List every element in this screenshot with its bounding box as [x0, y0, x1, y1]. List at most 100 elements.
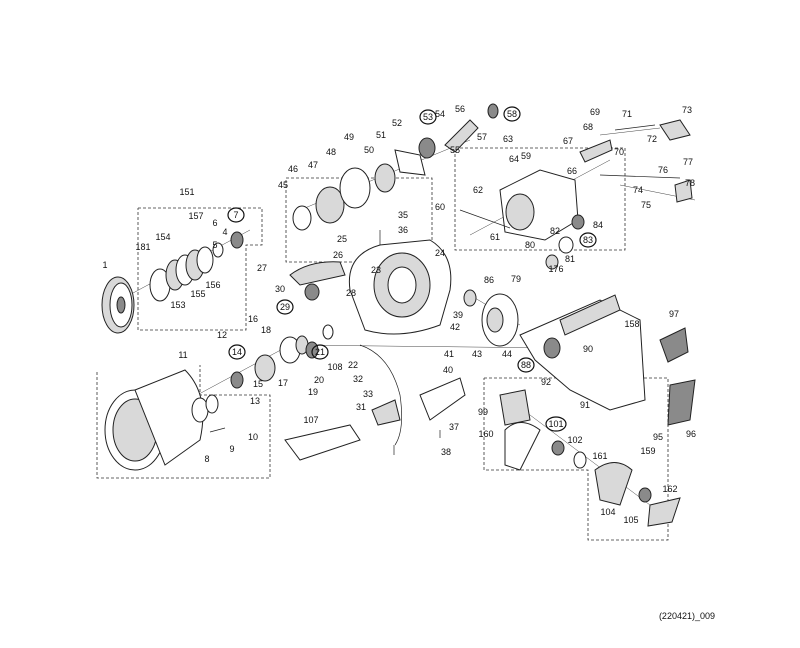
part-label-42: 42	[450, 322, 460, 332]
part-1-drag-knob	[101, 276, 135, 334]
part-label-11: 11	[178, 350, 187, 360]
part-label-154: 154	[155, 232, 170, 242]
part-label-97: 97	[669, 309, 679, 319]
part-label-72: 72	[647, 134, 657, 144]
label-ring-53	[419, 109, 437, 125]
part-label-18: 18	[261, 325, 271, 335]
label-ring-7	[227, 207, 245, 223]
part-label-99: 99	[478, 407, 488, 417]
part-label-8: 8	[204, 454, 209, 464]
part-label-50: 50	[364, 145, 374, 155]
part-label-48: 48	[326, 147, 336, 157]
group-box-spool	[96, 365, 271, 479]
label-ring-21	[311, 344, 329, 360]
part-label-43: 43	[472, 349, 482, 359]
part-label-41: 41	[444, 349, 454, 359]
part-label-16: 16	[248, 314, 258, 324]
part-label-47: 47	[308, 160, 318, 170]
group-box-151	[137, 207, 263, 331]
part-label-17: 17	[278, 378, 288, 388]
part-label-76: 76	[658, 165, 668, 175]
part-label-9: 9	[229, 444, 234, 454]
part-label-104: 104	[600, 507, 615, 517]
part-label-10: 10	[248, 432, 258, 442]
part-label-31: 31	[356, 402, 366, 412]
part-label-26: 26	[333, 250, 343, 260]
part-label-33: 33	[363, 389, 373, 399]
part-label-20: 20	[314, 375, 324, 385]
part-label-73: 73	[682, 105, 692, 115]
part-label-13: 13	[250, 396, 260, 406]
part-label-162: 162	[662, 484, 677, 494]
part-label-1: 1	[102, 260, 107, 270]
label-ring-29	[276, 299, 294, 315]
part-label-155: 155	[190, 289, 205, 299]
part-label-181: 181	[135, 242, 150, 252]
part-23-rotor-housing	[289, 239, 452, 335]
part-label-156: 156	[205, 280, 220, 290]
label-ring-83	[579, 232, 597, 248]
part-label-25: 25	[337, 234, 347, 244]
part-label-70: 70	[614, 147, 624, 157]
part-label-5: 5	[212, 240, 217, 250]
part-label-36: 36	[398, 225, 408, 235]
part-label-19: 19	[308, 387, 318, 397]
part-label-37: 37	[449, 422, 459, 432]
part-label-14: 14	[232, 347, 242, 357]
part-label-71: 71	[622, 109, 632, 119]
part-label-60: 60	[435, 202, 445, 212]
part-gearbox-group	[499, 119, 693, 270]
diagram-footer-code: (220421)_009	[658, 611, 715, 621]
part-label-77: 77	[683, 157, 693, 167]
label-ring-88	[517, 357, 535, 373]
part-label-29: 29	[280, 302, 290, 312]
part-label-58: 58	[507, 109, 517, 119]
part-label-53: 53	[423, 112, 433, 122]
part-rotor-group	[292, 103, 499, 231]
part-number-labels: 1456789101112131415161718192021222324252…	[102, 104, 696, 525]
part-bail-arm	[284, 344, 466, 461]
part-label-52: 52	[392, 118, 402, 128]
part-label-44: 44	[502, 349, 512, 359]
part-label-79: 79	[511, 274, 521, 284]
part-label-92: 92	[541, 377, 551, 387]
part-11-spool	[104, 369, 219, 471]
part-label-66: 66	[567, 166, 577, 176]
part-label-84: 84	[593, 220, 603, 230]
part-label-45: 45	[278, 180, 288, 190]
parts-12-19-spool-shaft	[230, 283, 334, 389]
label-ring-58	[503, 106, 521, 122]
part-label-86: 86	[484, 275, 494, 285]
part-label-157: 157	[188, 211, 203, 221]
part-label-56: 56	[455, 104, 465, 114]
part-label-6: 6	[212, 218, 217, 228]
part-label-55: 55	[450, 145, 460, 155]
part-label-4: 4	[222, 227, 227, 237]
part-label-74: 74	[633, 185, 643, 195]
part-label-46: 46	[288, 164, 298, 174]
part-label-69: 69	[590, 107, 600, 117]
part-label-102: 102	[567, 435, 582, 445]
part-label-108: 108	[327, 362, 342, 372]
part-151-drag-stack	[149, 231, 244, 302]
part-label-21: 21	[315, 347, 325, 357]
label-ring-101	[545, 416, 567, 432]
part-label-59: 59	[521, 151, 531, 161]
part-label-88: 88	[521, 360, 531, 370]
part-label-105: 105	[623, 515, 638, 525]
part-label-90: 90	[583, 344, 593, 354]
part-label-40: 40	[443, 365, 453, 375]
part-label-161: 161	[592, 451, 607, 461]
part-label-153: 153	[170, 300, 185, 310]
part-label-27: 27	[257, 263, 267, 273]
part-label-80: 80	[525, 240, 535, 250]
part-label-28: 28	[346, 288, 356, 298]
part-label-95: 95	[653, 432, 663, 442]
part-label-78: 78	[685, 178, 695, 188]
part-label-82: 82	[550, 226, 560, 236]
part-label-30: 30	[275, 284, 285, 294]
part-label-158: 158	[624, 319, 639, 329]
part-label-83: 83	[583, 235, 593, 245]
part-label-101: 101	[548, 419, 563, 429]
